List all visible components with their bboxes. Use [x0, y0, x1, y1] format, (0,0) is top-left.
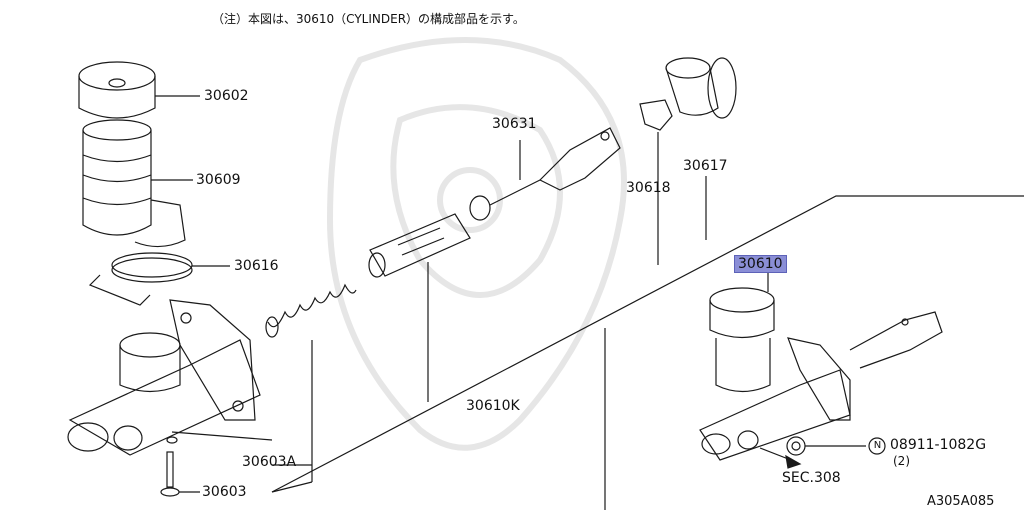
spring-30610k — [265, 283, 357, 338]
sec-arrow — [759, 447, 802, 469]
reservoir-tank-30609 — [82, 119, 193, 248]
part-label-08911[interactable]: 08911-1082G — [890, 437, 987, 453]
part-label-08911-qty: (2) — [893, 454, 910, 468]
part-label-30617[interactable]: 30617 — [683, 158, 728, 174]
piston-30610k — [368, 213, 471, 278]
section-ref-sec308[interactable]: SEC.308 — [782, 470, 841, 486]
callout-bracket-line — [271, 195, 1024, 493]
reservoir-cap-30602 — [78, 61, 200, 119]
hose-clamp-30616 — [88, 252, 230, 306]
part-label-30602[interactable]: 30602 — [204, 88, 249, 104]
part-label-30618[interactable]: 30618 — [626, 180, 671, 196]
bolt-30603 — [160, 436, 200, 497]
cylinder-body — [67, 299, 273, 456]
figure-id: A305A085 — [927, 494, 995, 509]
part-label-30603a[interactable]: 30603A — [242, 454, 297, 470]
part-label-30610-highlight: 30610 — [734, 255, 787, 273]
part-label-30610[interactable]: 30610 — [734, 255, 787, 273]
part-label-30610k[interactable]: 30610K — [466, 398, 520, 414]
part-label-30616[interactable]: 30616 — [234, 258, 279, 274]
snap-ring-30618 — [639, 99, 673, 265]
nut-symbol: N — [873, 440, 882, 451]
boot-30617 — [665, 57, 737, 240]
part-label-30609[interactable]: 30609 — [196, 172, 241, 188]
push-rod-30631 — [469, 127, 621, 221]
part-label-30631[interactable]: 30631 — [492, 116, 537, 132]
part-label-30603[interactable]: 30603 — [202, 484, 247, 500]
watermark-emblem — [326, 37, 627, 451]
nut-08911 — [786, 436, 886, 456]
diagram-note: （注）本図は、30610（CYLINDER）の構成部品を示す。 — [212, 12, 525, 26]
assembled-cylinder-30610 — [699, 268, 943, 461]
